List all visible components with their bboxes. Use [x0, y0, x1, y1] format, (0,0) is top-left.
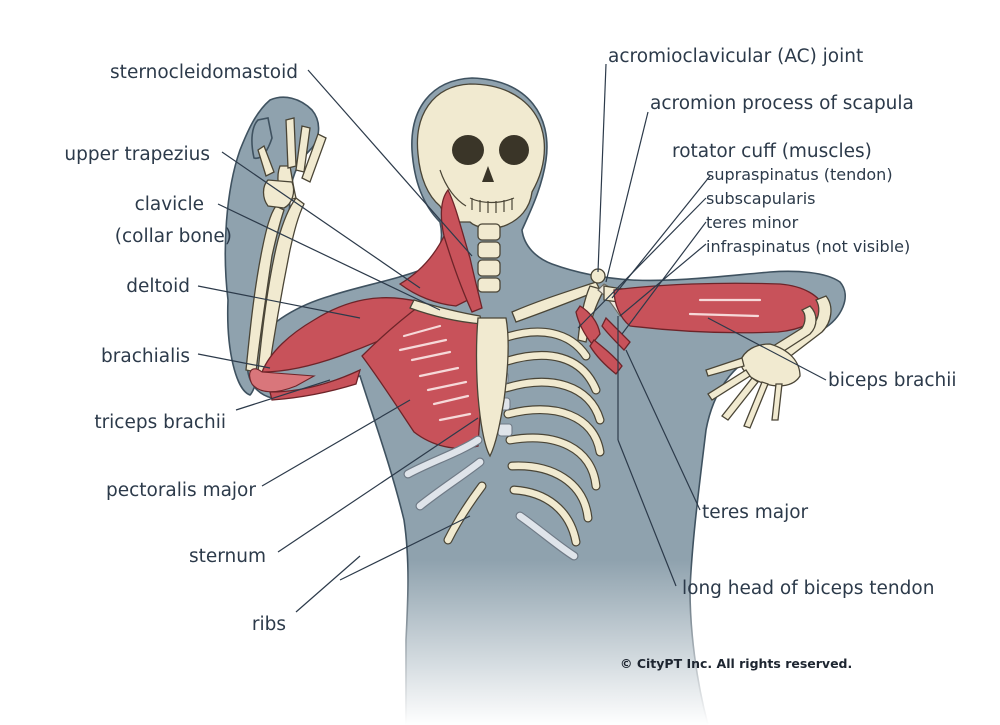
leader-lines — [197, 63, 827, 613]
label-rotator-cuff: rotator cuff (muscles) — [672, 141, 872, 162]
body-silhouette — [224, 77, 846, 725]
teres-major — [589, 339, 623, 375]
label-triceps-brachii: triceps brachii — [94, 412, 226, 433]
label-teres-major: teres major — [702, 502, 809, 523]
label-supraspinatus: supraspinatus (tendon) — [706, 165, 893, 184]
ribcage — [403, 327, 605, 561]
biceps-brachii — [613, 282, 825, 334]
labels: sternocleidomastoid upper trapezius clav… — [64, 46, 956, 671]
label-acromion: acromion process of scapula — [650, 93, 914, 114]
label-teres-minor: teres minor — [706, 213, 799, 232]
label-sternocleidomastoid: sternocleidomastoid — [110, 62, 298, 83]
sternocleidomastoid — [440, 188, 483, 313]
label-brachialis: brachialis — [101, 346, 190, 367]
label-infraspinatus: infraspinatus (not visible) — [706, 237, 910, 256]
label-ribs: ribs — [252, 614, 286, 635]
label-upper-trapezius: upper trapezius — [64, 144, 210, 165]
label-sternum: sternum — [189, 546, 266, 567]
label-ac-joint: acromioclavicular (AC) joint — [608, 46, 863, 67]
label-deltoid: deltoid — [126, 276, 190, 297]
label-pectoralis-major: pectoralis major — [106, 480, 256, 501]
teres-minor — [601, 316, 631, 351]
copyright-notice: © CityPT Inc. All rights reserved. — [620, 656, 852, 671]
label-collar-bone: (collar bone) — [115, 226, 232, 247]
label-clavicle: clavicle — [135, 194, 204, 215]
label-biceps-brachii: biceps brachii — [828, 370, 957, 391]
label-long-head-biceps: long head of biceps tendon — [682, 578, 934, 599]
sternum — [475, 317, 509, 458]
brachialis — [249, 368, 316, 393]
label-subscapularis: subscapularis — [706, 189, 815, 208]
